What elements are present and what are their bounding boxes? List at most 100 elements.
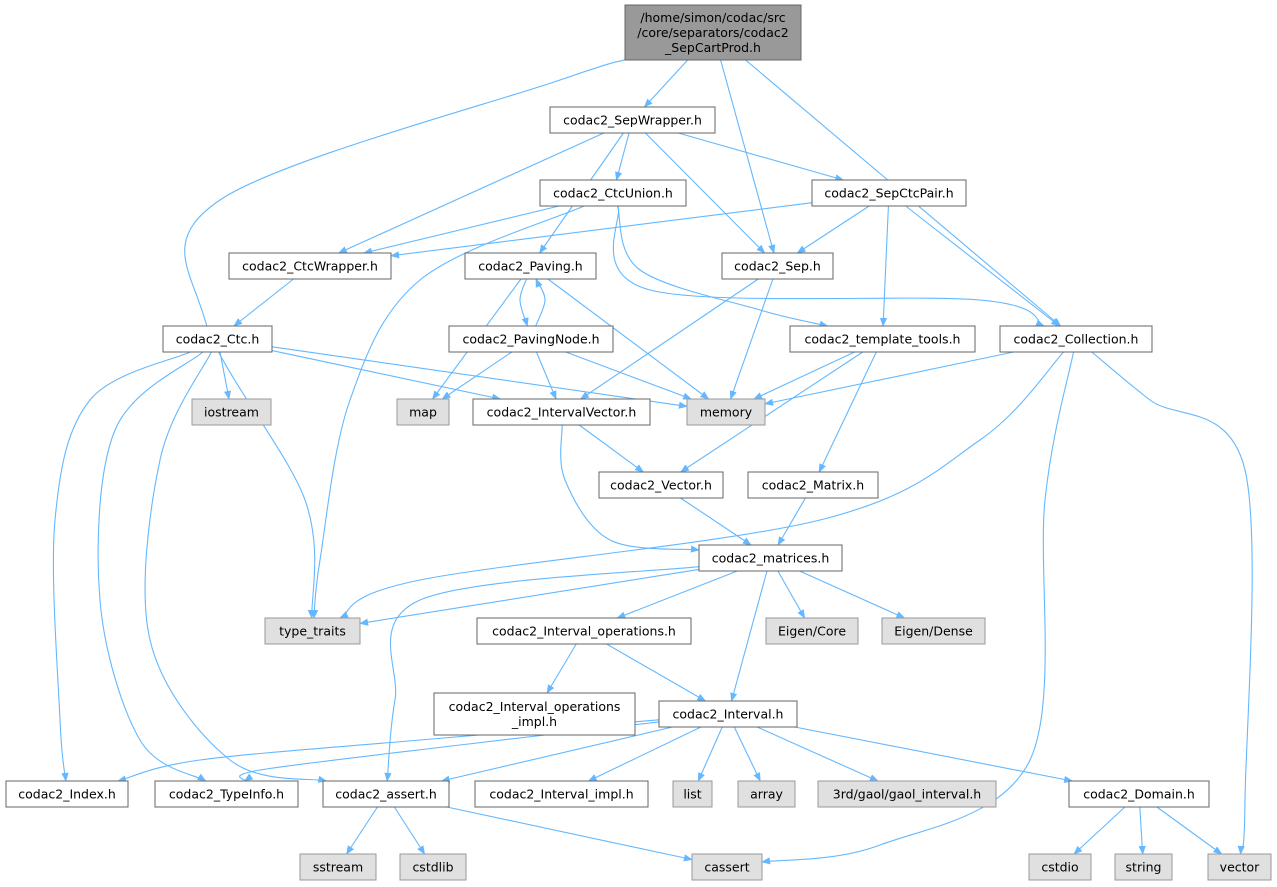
node-type_traits: type_traits (264, 617, 361, 645)
node-eigen_core: Eigen/Core (765, 617, 859, 645)
node-eigen_dense: Eigen/Dense (881, 617, 986, 645)
node-list: list (672, 780, 713, 808)
node-interval_ops_impl-box (433, 692, 636, 736)
node-iostream: iostream (191, 398, 272, 426)
node-ctc-box (162, 325, 273, 353)
edge-template_tools-to-memory (753, 351, 855, 400)
node-interval_impl-box (474, 780, 649, 808)
edge-matrices-to-asserth (384, 566, 700, 782)
edge-interval_ops-to-interval_ops_impl (546, 643, 577, 694)
edge-layer (52, 59, 1253, 865)
edge-ctcunion-to-template_tools (617, 205, 829, 328)
edge-interval-to-interval_impl (587, 726, 702, 782)
edge-ctcwrapper-to-ctc (233, 278, 294, 327)
edge-ctcunion-to-collection (612, 205, 1045, 327)
edge-collection-to-type_traits (339, 351, 1065, 619)
node-ctcwrapper[interactable]: codac2_CtcWrapper.h (228, 252, 392, 280)
node-list-box (672, 780, 713, 808)
edge-ctc-to-indexh (52, 351, 191, 782)
node-interval_ops-box (476, 617, 692, 645)
node-cassert: cassert (691, 853, 763, 881)
node-ctc-label: codac2_Ctc.h (176, 332, 260, 347)
node-root[interactable]: /home/simon/codac/src/core/separators/co… (624, 4, 802, 61)
node-cassert-box (691, 853, 763, 881)
edge-interval-to-array (733, 726, 761, 782)
node-template_tools[interactable]: codac2_template_tools.h (789, 325, 976, 353)
node-template_tools-label: codac2_template_tools.h (805, 332, 961, 347)
node-string-box (1114, 853, 1173, 881)
edge-root-to-type_traits (184, 59, 626, 619)
node-eigen_core-label: Eigen/Core (778, 624, 846, 639)
edge-ctcunion-to-type_traits (311, 205, 585, 619)
node-root-box (624, 4, 802, 61)
node-asserth[interactable]: codac2_assert.h (322, 780, 450, 808)
edge-sepwrapper-to-ctcunion (615, 132, 630, 181)
edge-matrices-to-eigen_core (777, 570, 806, 619)
edge-domain-to-vector (1156, 806, 1223, 855)
node-asserth-label: codac2_assert.h (335, 787, 437, 802)
node-sep-box (721, 252, 834, 280)
edge-sepwrapper-to-ctcwrapper (337, 132, 605, 254)
edge-ctc-to-memory (271, 346, 688, 409)
edge-root-to-sepwrapper (643, 59, 689, 108)
node-paving-box (464, 252, 597, 280)
edge-domain-to-string (1138, 806, 1146, 855)
node-memory: memory (686, 398, 766, 426)
node-matrices[interactable]: codac2_matrices.h (698, 544, 843, 572)
node-layer: /home/simon/codac/src/core/separators/co… (5, 4, 1272, 881)
edge-matrices-to-type_traits (359, 568, 700, 626)
node-gaol: 3rd/gaol/gaol_interval.h (817, 780, 997, 808)
node-ctc[interactable]: codac2_Ctc.h (162, 325, 273, 353)
node-typeinfo-label: codac2_TypeInfo.h (169, 787, 284, 802)
node-domain-box (1068, 780, 1210, 808)
node-sep[interactable]: codac2_Sep.h (721, 252, 834, 280)
node-cassert-label: cassert (704, 860, 749, 875)
node-interval_impl-label: codac2_Interval_impl.h (489, 787, 633, 802)
node-interval_ops_impl-label: codac2_Interval_operations (449, 699, 621, 714)
node-sepwrapper-box (549, 106, 716, 134)
node-ctcwrapper-box (228, 252, 392, 280)
node-sepwrapper[interactable]: codac2_SepWrapper.h (549, 106, 716, 134)
node-pavingnode-label: codac2_PavingNode.h (462, 332, 599, 347)
edge-interval-to-domain (794, 726, 1074, 783)
node-domain[interactable]: codac2_Domain.h (1068, 780, 1210, 808)
node-memory-label: memory (700, 405, 753, 420)
node-paving[interactable]: codac2_Paving.h (464, 252, 597, 280)
node-type_traits-box (264, 617, 361, 645)
node-matrixh[interactable]: codac2_Matrix.h (747, 471, 879, 499)
node-vectorh-box (598, 471, 724, 499)
node-typeinfo[interactable]: codac2_TypeInfo.h (154, 780, 299, 808)
node-sepctcpair-box (811, 179, 967, 207)
node-map: map (396, 398, 450, 426)
node-array: array (737, 780, 796, 808)
node-vector: vector (1207, 853, 1272, 881)
node-pavingnode[interactable]: codac2_PavingNode.h (448, 325, 614, 353)
edge-sepwrapper-to-sep (645, 132, 766, 254)
node-interval_impl[interactable]: codac2_Interval_impl.h (474, 780, 649, 808)
edge-matrices-to-interval_ops (616, 570, 738, 619)
node-sepctcpair[interactable]: codac2_SepCtcPair.h (811, 179, 967, 207)
node-asserth-box (322, 780, 450, 808)
node-ctcunion-box (539, 179, 687, 207)
node-vectorh[interactable]: codac2_Vector.h (598, 471, 724, 499)
node-eigen_dense-label: Eigen/Dense (894, 624, 973, 639)
node-interval[interactable]: codac2_Interval.h (658, 700, 798, 728)
node-cstdlib: cstdlib (399, 853, 467, 881)
node-eigen_core-box (765, 617, 859, 645)
edge-matrices-to-interval (730, 570, 768, 702)
edge-ctc-to-iostream (219, 351, 232, 400)
edge-template_tools-to-vectorh (679, 351, 864, 473)
node-array-label: array (750, 787, 783, 802)
node-ctcunion[interactable]: codac2_CtcUnion.h (539, 179, 687, 207)
node-interval_ops[interactable]: codac2_Interval_operations.h (476, 617, 692, 645)
node-indexh[interactable]: codac2_Index.h (5, 780, 129, 808)
node-gaol-label: 3rd/gaol/gaol_interval.h (833, 787, 981, 802)
node-sstream: sstream (299, 853, 377, 881)
node-interval_ops_impl[interactable]: codac2_Interval_operations_impl.h (433, 692, 636, 736)
node-sepwrapper-label: codac2_SepWrapper.h (563, 113, 702, 128)
edge-sepctcpair-to-template_tools (879, 205, 889, 327)
node-collection[interactable]: codac2_Collection.h (999, 325, 1153, 353)
edge-template_tools-to-matrixh (818, 351, 877, 473)
node-intervalvector[interactable]: codac2_IntervalVector.h (472, 398, 651, 426)
